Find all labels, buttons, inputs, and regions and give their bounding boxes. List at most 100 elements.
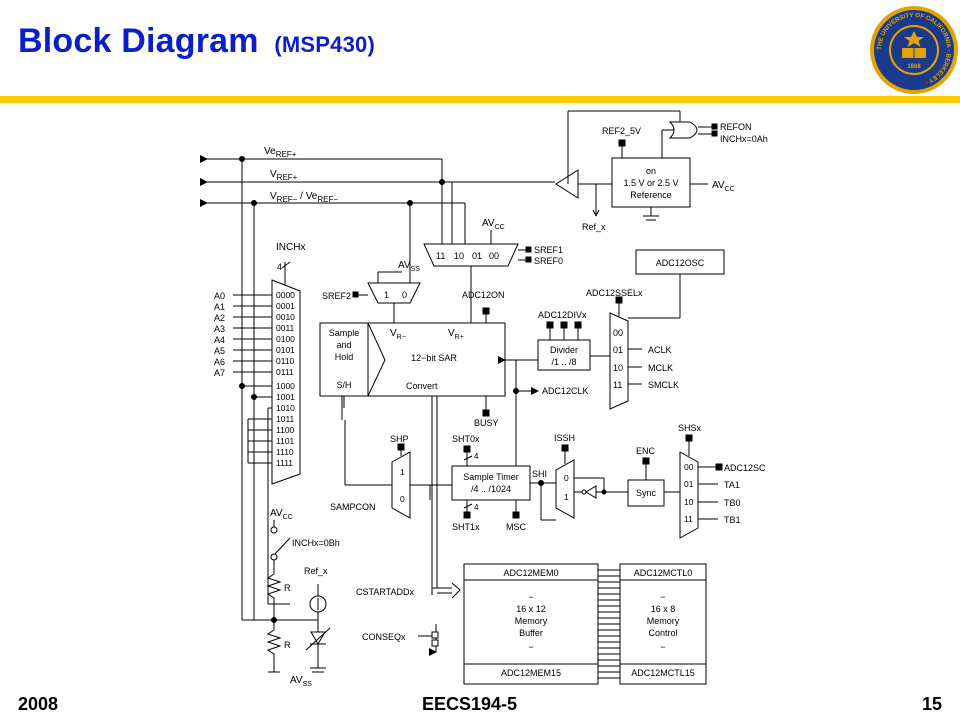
divider-title: Divider — [550, 345, 578, 355]
mem-size: 16 x 12 — [516, 604, 546, 614]
shs-code-10: 10 — [684, 497, 694, 507]
reference-on: on — [646, 166, 656, 176]
chain-r-bottom: R — [284, 640, 291, 650]
smclk-label: SMCLK — [648, 380, 679, 390]
footer-course: EECS194-5 — [422, 694, 518, 714]
refon-label: REFON — [720, 122, 752, 132]
clk-code-00: 00 — [613, 328, 623, 338]
ctl-control: Control — [648, 628, 677, 638]
enc-label: ENC — [636, 446, 656, 456]
vref-plus-label: VREF+ — [270, 169, 298, 182]
input-a5: A5 — [214, 346, 225, 356]
issh-mux-in0: 0 — [564, 473, 569, 483]
ctl-dash: − — [660, 592, 665, 602]
clk-code-11: 11 — [613, 380, 622, 390]
sref-code-01: 01 — [472, 251, 482, 261]
chain-ref-x: Ref_x — [304, 566, 328, 576]
mux-code-10: 1010 — [276, 403, 295, 413]
title-subtitle: (MSP430) — [274, 32, 375, 57]
aclk-label: ACLK — [648, 345, 672, 355]
shs-code-01: 01 — [684, 479, 694, 489]
input-a4: A4 — [214, 335, 225, 345]
shsx-label: SHSx — [678, 423, 702, 433]
sar-title: 12−bit SAR — [411, 353, 457, 363]
input-a7: A7 — [214, 368, 225, 378]
mem-top-label: ADC12MEM0 — [503, 568, 558, 578]
chain-r-top: R — [284, 583, 291, 593]
sar-convert: Convert — [406, 381, 438, 391]
mem-dash: − — [528, 592, 533, 602]
ref-mux-avss: AVSS — [398, 260, 420, 273]
ref-mux-in0: 0 — [402, 290, 407, 300]
sample-timer-line1: Sample Timer — [463, 472, 519, 482]
reference-name: Reference — [630, 190, 672, 200]
shp-mux-in0: 0 — [400, 494, 405, 504]
clk-code-10: 10 — [613, 363, 623, 373]
cstartaddx-label: CSTARTADDx — [356, 587, 415, 597]
mux-code-1: 0001 — [276, 301, 295, 311]
shi-label: SHI — [532, 469, 547, 479]
footer-year: 2008 — [18, 694, 59, 714]
ctl-top-label: ADC12MCTL0 — [634, 568, 693, 578]
title-main: Block Diagram — [18, 22, 259, 60]
sync-label: Sync — [636, 488, 657, 498]
msc-label: MSC — [506, 522, 527, 532]
inchx-label: INCHx — [276, 242, 305, 253]
sref-code-10: 10 — [454, 251, 464, 261]
ctl-bottom-label: ADC12MCTL15 — [631, 668, 695, 678]
ctl-dash2: − — [660, 642, 665, 652]
chain-avcc: AVCC — [270, 508, 293, 521]
mux-code-3: 0011 — [276, 323, 295, 333]
shs-code-11: 11 — [684, 514, 693, 524]
reference-voltage: 1.5 V or 2.5 V — [623, 178, 678, 188]
seal-year: 1868 — [907, 64, 921, 70]
sht1x-label: SHT1x — [452, 522, 480, 532]
shp-label: SHP — [390, 434, 409, 444]
sample-timer-line2: /4 .. /1024 — [471, 484, 511, 494]
tb1-label: TB1 — [724, 515, 741, 525]
issh-label: ISSH — [554, 433, 575, 443]
mux-code-9: 1001 — [276, 392, 295, 402]
sht0x-width: 4 — [474, 452, 479, 461]
clk-code-01: 01 — [613, 345, 623, 355]
sample-hold-line2: and — [336, 340, 351, 350]
sample-hold-line1: Sample — [329, 328, 360, 338]
sar-vr-plus: VR+ — [448, 328, 464, 341]
mux-code-14: 1110 — [276, 447, 294, 457]
reference-avcc: AVCC — [712, 180, 735, 193]
slide-title: Block Diagram (MSP430) — [18, 22, 375, 61]
issh-mux-in1: 1 — [564, 492, 569, 502]
input-a6: A6 — [214, 357, 225, 367]
sar-vr-minus: VR− — [390, 328, 406, 341]
ta1-label: TA1 — [724, 480, 740, 490]
input-a3: A3 — [214, 324, 225, 334]
veref-plus-label: VeREF+ — [264, 146, 297, 159]
adc12clk-label: ADC12CLK — [542, 386, 589, 396]
mux-code-0: 0000 — [276, 290, 295, 300]
ref2-5v-label: REF2_5V — [602, 126, 641, 136]
ctl-kind: Memory — [647, 616, 680, 626]
sref2-label: SREF2 — [322, 291, 351, 301]
sample-hold-sh: S/H — [336, 380, 351, 390]
chain-switch-label: INCHx=0Bh — [292, 538, 340, 548]
sht0x-label: SHT0x — [452, 434, 480, 444]
tb0-label: TB0 — [724, 498, 741, 508]
mux-code-15: 1111 — [276, 458, 293, 468]
ctl-size: 16 x 8 — [651, 604, 676, 614]
input-a1: A1 — [214, 302, 225, 312]
mux-code-4: 0100 — [276, 334, 295, 344]
mem-bottom-label: ADC12MEM15 — [501, 668, 561, 678]
adc12on-label: ADC12ON — [462, 290, 505, 300]
sref0-label: SREF0 — [534, 256, 563, 266]
divider-ratio: /1 .. /8 — [551, 357, 576, 367]
mem-dash2: − — [528, 642, 533, 652]
shp-mux-in1: 1 — [400, 467, 405, 477]
chain-avss: AVSS — [290, 675, 312, 688]
busy-label: BUSY — [474, 418, 499, 428]
conseqx-label: CONSEQx — [362, 632, 406, 642]
mux-code-8: 1000 — [276, 381, 295, 391]
sref-code-11: 11 — [436, 251, 445, 261]
mclk-label: MCLK — [648, 363, 673, 373]
ref-mux-in1: 1 — [384, 290, 389, 300]
sample-hold-line3: Hold — [335, 352, 354, 362]
